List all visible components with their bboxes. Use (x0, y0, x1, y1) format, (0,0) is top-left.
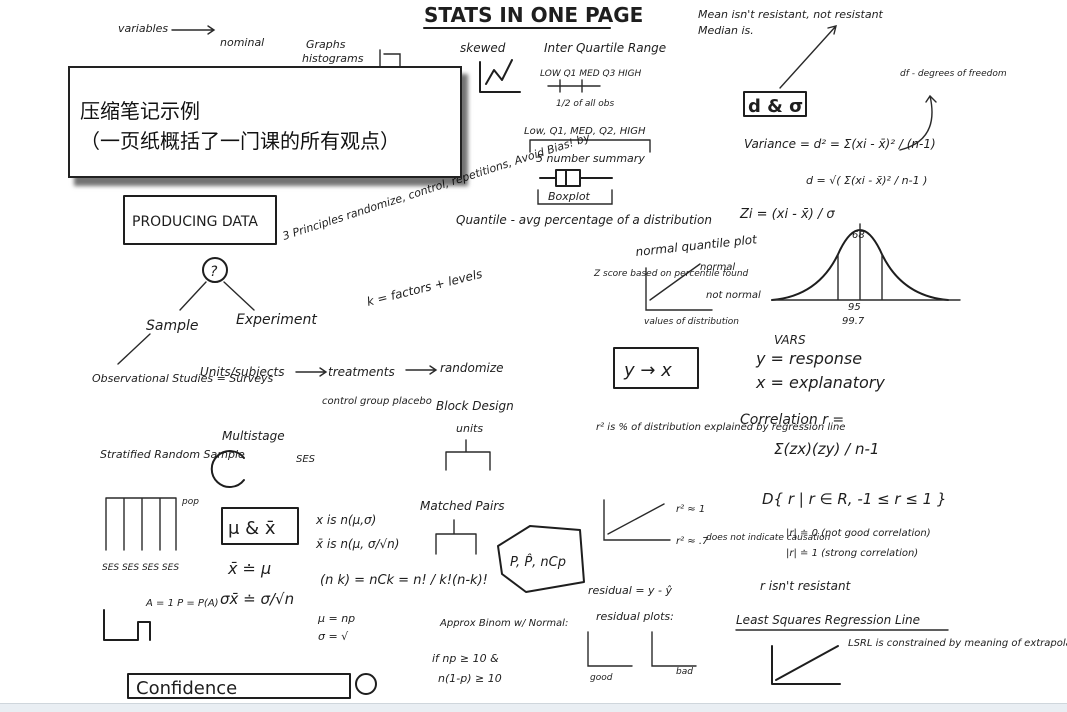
note-r2-1: r² ≈ 1 (676, 504, 705, 515)
note-graphs: Graphs (306, 38, 346, 51)
note-units-subjects: Units/subjects (200, 365, 284, 379)
note-summary-row: Low, Q1, MED, Q2, HIGH (524, 126, 646, 137)
note-variance: Variance = d² = Σ(xi - x̄)² / (n-1) (744, 137, 936, 151)
note-residual-plots: residual plots: (596, 610, 674, 623)
note-causation: does not indicate causation (706, 533, 831, 543)
note-r2-text: r² is % of distribution explained by reg… (596, 422, 845, 433)
note-units: units (456, 422, 483, 435)
note-sample: Sample (146, 318, 199, 334)
note-corr-formula: Σ(zx)(zy) / n-1 (774, 440, 879, 458)
note-d-formula: d = √( Σ(xi - x̄)² / n-1 ) (806, 174, 927, 187)
note-explanatory: x = explanatory (755, 373, 885, 392)
note-p-phat: P, P̂, nCp (510, 555, 566, 570)
note-producing-data: PRODUCING DATA (132, 214, 258, 230)
note-r2-7: r² ≈ .7 (676, 536, 709, 547)
note-df: df - degrees of freedom (900, 69, 1007, 79)
note-lsrl-note: LSRL is constrained by meaning of extrap… (848, 638, 1067, 649)
svg-text:?: ? (210, 264, 218, 280)
note-np-cond1: if np ≥ 10 & (432, 652, 499, 665)
note-pct-997: 99.7 (842, 316, 865, 327)
notes-title: STATS IN ONE PAGE (424, 3, 643, 27)
note-five-num: 5 number summary (536, 152, 645, 165)
note-np-cond2: n(1-p) ≥ 10 (438, 672, 502, 685)
note-variables: variables (118, 22, 168, 35)
note-nominal: nominal (220, 36, 264, 49)
note-iqr: Inter Quartile Range (544, 41, 666, 55)
note-correlation: Correlation r = (740, 412, 844, 428)
note-d-sigma: d & σ (748, 96, 803, 117)
note-matched-pairs: Matched Pairs (420, 499, 505, 513)
note-xbar-mu: x̄ ≐ μ (227, 559, 271, 578)
note-r-one: |r| ≐ 1 (strong correlation) (786, 548, 918, 559)
note-pct-95: 95 (848, 302, 861, 313)
note-not-normal: not normal (706, 290, 761, 301)
note-confidence: Confidence (136, 678, 237, 699)
callout-line-2: （一页纸概括了一门课的所有观点） (80, 129, 400, 153)
note-mean-resist: Mean isn't resistant, not resistant (698, 8, 884, 21)
note-randomize: randomize (440, 361, 504, 375)
note-yx-box: y → x (623, 360, 672, 381)
note-lsrl: Least Squares Regression Line (736, 613, 920, 627)
note-r-not-resist: r isn't resistant (760, 579, 852, 593)
note-median-is: Median is. (698, 24, 754, 37)
note-values-dist: values of distribution (644, 317, 739, 327)
note-bad: bad (676, 667, 693, 677)
note-pct-68: 68 (852, 230, 865, 241)
note-approx-binom: Approx Binom w/ Normal: (439, 618, 568, 629)
note-observational: Observational Studies = Surveys (92, 372, 274, 385)
note-good: good (590, 673, 613, 683)
note-half-obs: 1/2 of all obs (556, 99, 614, 109)
note-experiment: Experiment (236, 312, 317, 328)
note-x-dist: x is n(μ,σ) (315, 513, 376, 527)
note-skewed: skewed (460, 41, 506, 55)
note-z-score: Z score based on percentile found (593, 269, 749, 279)
callout-box: 压缩笔记示例 （一页纸概括了一门课的所有观点） (68, 66, 462, 178)
note-r-zero: |r| ≐ 0 (not good correlation) (786, 528, 931, 539)
note-normal: normal (700, 262, 735, 273)
bottom-edge-bar (0, 703, 1067, 712)
note-vars: VARS (774, 333, 806, 347)
note-pop: pop (181, 497, 199, 507)
callout-line-1: 压缩笔记示例 (80, 99, 200, 123)
note-histograms: histograms (302, 52, 364, 65)
note-multistage: Multistage (222, 429, 285, 443)
note-quantile: Quantile - avg percentage of a distribut… (456, 213, 712, 227)
note-xbar-dist: x̄ is n(μ, σ/√n) (315, 537, 399, 551)
note-ses-row: SES SES SES SES (102, 563, 179, 573)
note-treatments: treatments (328, 365, 395, 379)
note-stratified: Stratified Random Sample (100, 448, 245, 461)
note-response: y = response (755, 349, 862, 368)
note-combo: (n k) = nCk = n! / k!(n-k)! (320, 573, 488, 588)
note-z-formula: Zi = (xi - x̄) / σ (739, 207, 835, 222)
note-boxplot: Boxplot (548, 190, 591, 203)
note-mu-np: μ = np (317, 612, 355, 625)
note-a-p: A = 1 P = P(A) (145, 598, 219, 609)
note-mu-xbar: μ & x̄ (228, 518, 276, 539)
note-five-labels: LOW Q1 MED Q3 HIGH (540, 69, 642, 79)
note-sigma-np: σ = √ (318, 630, 349, 643)
note-r-range: D{ r | r ∈ R, -1 ≤ r ≤ 1 } (762, 490, 947, 508)
note-control-group: control group placebo (322, 396, 432, 407)
note-sd-xbar: σx̄ ≐ σ/√n (220, 590, 294, 608)
note-residual: residual = y - ŷ (588, 584, 673, 597)
note-block-design: Block Design (436, 399, 514, 413)
note-ses: SES (296, 454, 316, 465)
